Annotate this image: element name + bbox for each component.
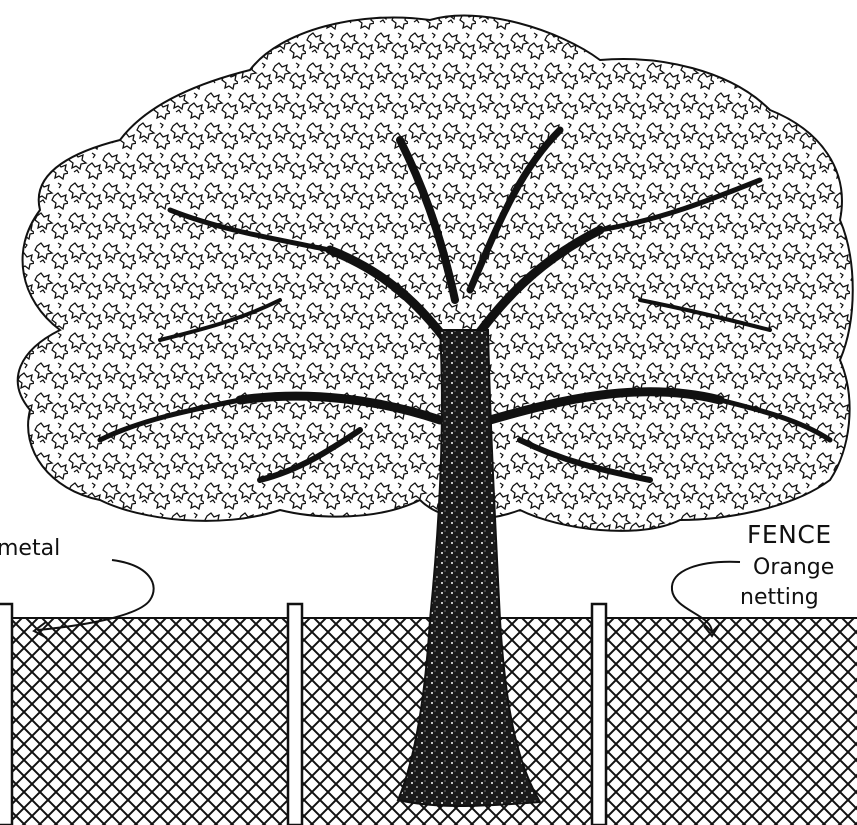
fence-label-orange: Orange bbox=[753, 557, 834, 579]
fence-post-right bbox=[592, 604, 606, 825]
fence-heading: FENCE bbox=[747, 522, 832, 547]
tree-canopy bbox=[18, 16, 853, 531]
fence-label-netting: netting bbox=[740, 587, 819, 609]
fence-post-middle bbox=[288, 604, 302, 825]
fence-post-left bbox=[0, 604, 12, 825]
left-label-metal: metal bbox=[0, 538, 60, 560]
